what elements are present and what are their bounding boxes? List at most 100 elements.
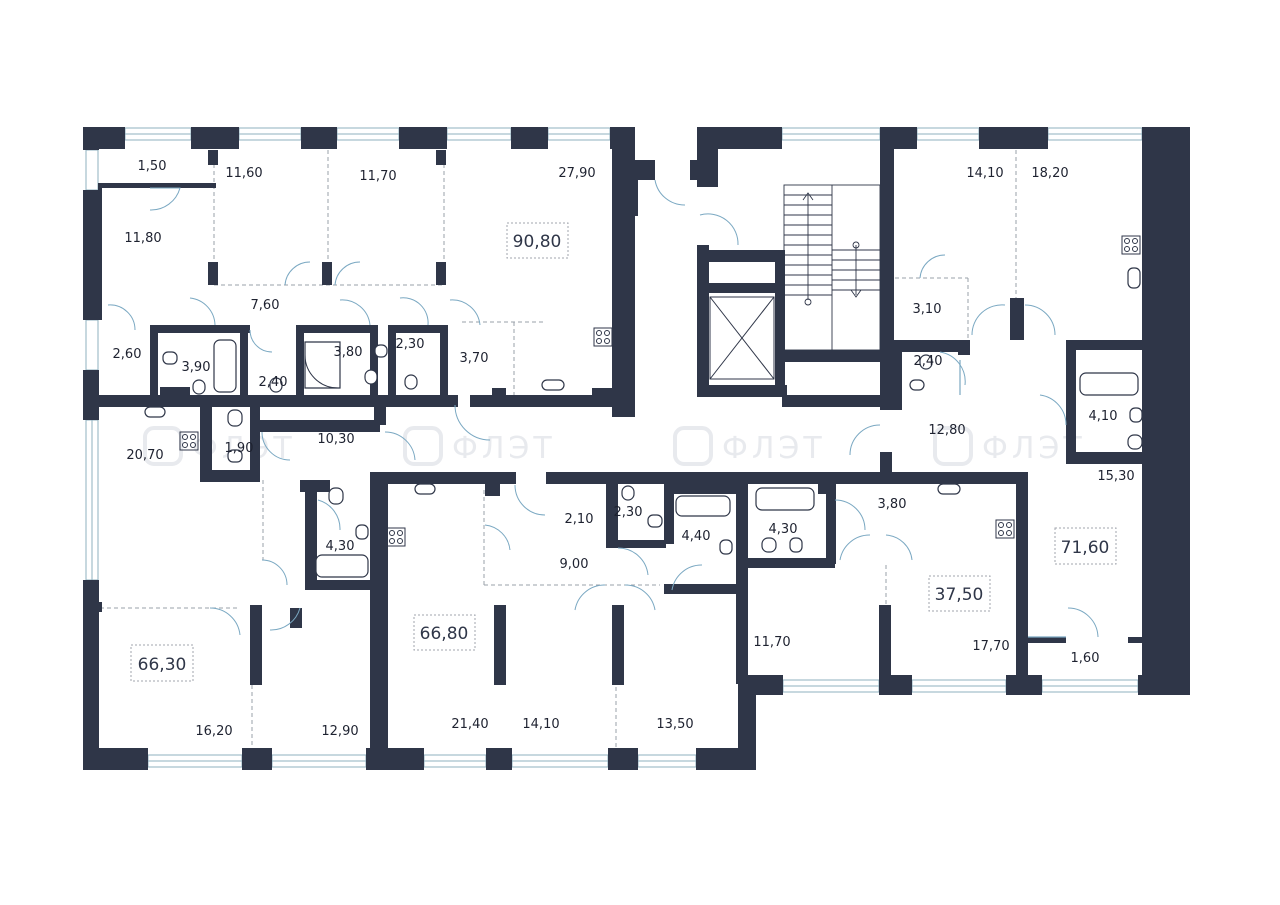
room-area-r12: 3,70 [460, 351, 489, 366]
door-swing [885, 534, 913, 561]
sink-icon [909, 379, 925, 391]
door-swing [269, 607, 301, 631]
stove-icon [593, 327, 613, 347]
bathtub-icon [675, 495, 731, 517]
door-swing [654, 179, 686, 206]
door-swing [317, 499, 341, 531]
bathtub-icon [755, 487, 815, 511]
door-swing [334, 261, 361, 286]
door-swing [149, 187, 181, 211]
room-area-r24: 14,10 [522, 717, 559, 732]
door-swing [339, 299, 371, 326]
watermark-text-3: ФЛЭТ [722, 431, 826, 466]
toilet-icon [269, 377, 283, 393]
shower-icon [304, 341, 341, 389]
room-area-r32: 12,80 [928, 423, 965, 438]
bathtub-icon [213, 339, 237, 393]
sink-icon [1127, 267, 1141, 289]
door-swing [1024, 304, 1056, 336]
doors [107, 179, 1099, 638]
flat-logo-icon [403, 426, 443, 466]
door-swing [514, 484, 546, 516]
stove-icon [1121, 235, 1141, 255]
toilet-icon [621, 485, 635, 501]
door-swing [107, 304, 136, 331]
watermark-text-4: ФЛЭТ [982, 431, 1086, 466]
door-swing [249, 329, 273, 353]
toilet-icon [1127, 434, 1143, 450]
watermark-4: ФЛЭТ [933, 426, 1086, 466]
room-area-r19: 2,10 [565, 512, 594, 527]
door-swing [261, 431, 291, 461]
toilet-icon [364, 369, 378, 385]
watermark-3: ФЛЭТ [673, 426, 826, 466]
room-area-r26: 4,30 [769, 522, 798, 537]
toilet-icon [227, 409, 243, 427]
room-area-r27: 11,70 [753, 635, 790, 650]
room-area-r13: 1,90 [225, 441, 254, 456]
room-area-r29: 18,20 [1031, 166, 1068, 181]
apartment-total-a1: 90,80 [513, 232, 562, 252]
flat-logo-icon [933, 426, 973, 466]
walls [83, 127, 1190, 770]
door-swing [849, 424, 881, 456]
room-area-r2: 11,60 [225, 166, 262, 181]
flat-logo-icon [673, 426, 713, 466]
windows [85, 127, 1143, 768]
apartment-total-a4: 37,50 [935, 585, 984, 605]
apartment-totals: 90,80 66,30 66,80 37,50 71,60 [130, 222, 1117, 682]
sink-icon [719, 539, 733, 555]
stove-icon [386, 527, 406, 547]
room-area-r7: 2,60 [113, 347, 142, 362]
sink-icon [414, 483, 436, 495]
watermark-text-2: ФЛЭТ [452, 431, 556, 466]
elevator-shaft [709, 296, 775, 380]
sink-icon [144, 406, 166, 418]
door-swing [384, 431, 416, 461]
toilet-icon [404, 374, 418, 390]
room-area-r22: 9,00 [560, 557, 589, 572]
toilet-icon [192, 379, 206, 395]
room-area-r18: 12,90 [321, 724, 358, 739]
room-area-r35: 3,80 [878, 497, 907, 512]
door-swing [1039, 394, 1067, 426]
window [85, 149, 99, 191]
watermark-2: ФЛЭТ [403, 426, 556, 466]
door-swing [699, 213, 739, 246]
door-swing [454, 404, 491, 441]
room-area-r25: 13,50 [656, 717, 693, 732]
door-swing [971, 304, 1006, 336]
sink-icon [541, 379, 565, 391]
door-swing [449, 299, 481, 326]
door-swing [484, 524, 511, 551]
door-swing [834, 499, 866, 531]
staircase [783, 184, 881, 351]
room-area-r34: 15,30 [1097, 469, 1134, 484]
toilet-icon [328, 487, 344, 505]
door-swing [209, 607, 241, 636]
room-area-r5: 11,80 [124, 231, 161, 246]
sink-icon [162, 351, 178, 365]
sink-icon [789, 537, 803, 553]
watermark-1: ФЛЭТ [143, 426, 292, 466]
room-area-r3: 11,70 [359, 169, 396, 184]
door-swing [284, 261, 311, 286]
apartment-total-a2: 66,30 [138, 655, 187, 675]
zone-lines [100, 150, 1017, 750]
toilet-icon [919, 354, 933, 370]
bathtub-icon [315, 554, 369, 578]
room-area-r23: 21,40 [451, 717, 488, 732]
door-swing [939, 351, 966, 386]
room-area-r37: 1,60 [1071, 651, 1100, 666]
room-area-r14: 10,30 [317, 432, 354, 447]
room-area-r6: 7,60 [251, 298, 280, 313]
sink-icon [937, 483, 961, 495]
room-area-r30: 3,10 [913, 302, 942, 317]
sink-icon [1129, 407, 1143, 423]
room-area-r31: 2,40 [914, 354, 943, 369]
room-area-r8: 3,90 [182, 360, 211, 375]
sink-icon [647, 514, 663, 528]
window [85, 319, 99, 371]
room-area-r4: 27,90 [558, 166, 595, 181]
room-area-r28: 14,10 [966, 166, 1003, 181]
